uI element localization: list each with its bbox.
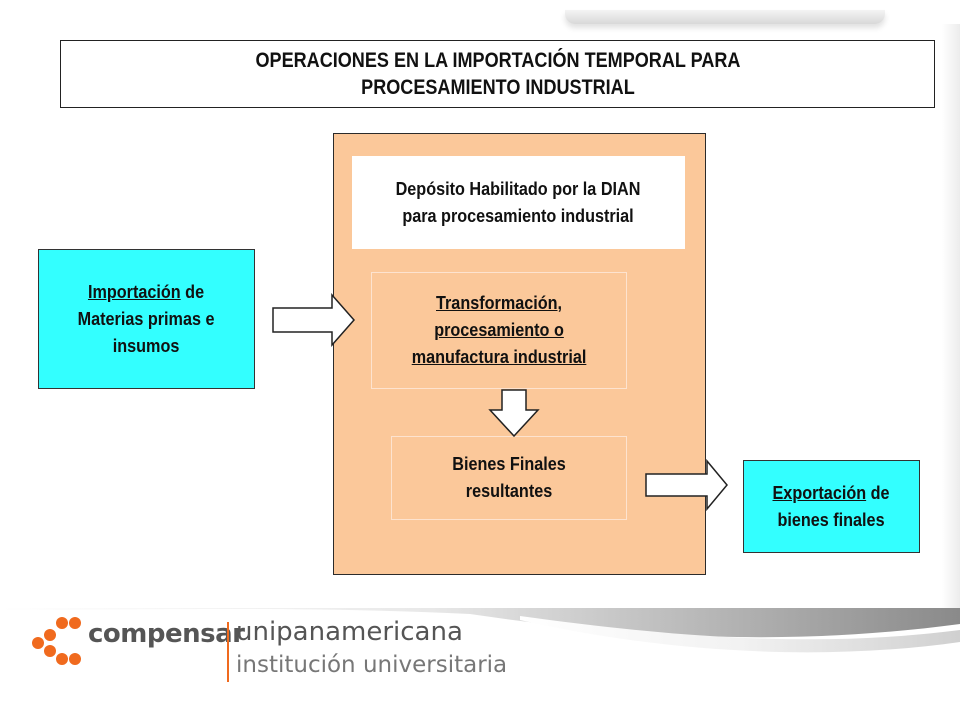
deposit-line-2: para procesamiento industrial <box>402 205 635 226</box>
brand-compensar: compensar <box>88 619 245 649</box>
export-label: Exportación de bienes finales <box>773 480 890 534</box>
export-line-2: bienes finales <box>777 509 886 530</box>
export-box: Exportación de bienes finales <box>743 460 920 553</box>
deposit-label: Depósito Habilitado por la DIAN para pro… <box>396 176 641 230</box>
transformation-line-1: Transformación, <box>435 293 563 313</box>
top-shadow-bar <box>565 10 885 24</box>
final-goods-line-1: Bienes Finales <box>452 454 566 474</box>
title-box: OPERACIONES EN LA IMPORTACIÓN TEMPORAL P… <box>60 40 935 108</box>
export-keyword: Exportación <box>772 482 867 503</box>
brand-institution-type: institución universitaria <box>236 652 508 678</box>
export-line-1-rest: de <box>866 482 891 503</box>
import-line-2: Materias primas e <box>78 308 215 329</box>
deposit-box: Depósito Habilitado por la DIAN para pro… <box>352 156 685 249</box>
brand-divider <box>227 622 229 682</box>
footer-swoosh <box>0 608 960 653</box>
title-line-2: PROCESAMIENTO INDUSTRIAL <box>360 76 635 99</box>
slide-right-edge <box>942 24 960 609</box>
arrow-down-transform <box>488 389 540 438</box>
transformation-box: Transformación, procesamiento o manufact… <box>371 272 627 389</box>
diagram-title: OPERACIONES EN LA IMPORTACIÓN TEMPORAL P… <box>255 47 740 101</box>
arrow-right-import <box>272 293 355 347</box>
import-label: Importación de Materias primas e insumos <box>78 279 215 360</box>
brand-unipanamericana: unipanamericana <box>236 617 463 647</box>
transformation-label: Transformación, procesamiento o manufact… <box>412 290 587 371</box>
final-goods-label: Bienes Finales resultantes <box>452 451 565 505</box>
import-line-1-rest: de <box>181 281 205 302</box>
final-goods-line-2: resultantes <box>465 481 553 501</box>
final-goods-box: Bienes Finales resultantes <box>391 436 627 520</box>
compensar-logo-icon <box>32 617 81 665</box>
deposit-line-1: Depósito Habilitado por la DIAN <box>396 178 641 199</box>
title-line-1: OPERACIONES EN LA IMPORTACIÓN TEMPORAL P… <box>255 49 740 72</box>
import-keyword: Importación <box>88 281 182 302</box>
import-box: Importación de Materias primas e insumos <box>38 249 255 389</box>
arrow-right-export <box>645 458 728 512</box>
import-line-3: insumos <box>113 335 180 356</box>
transformation-line-3: manufactura industrial <box>411 347 587 367</box>
transformation-line-2: procesamiento o <box>434 320 564 340</box>
